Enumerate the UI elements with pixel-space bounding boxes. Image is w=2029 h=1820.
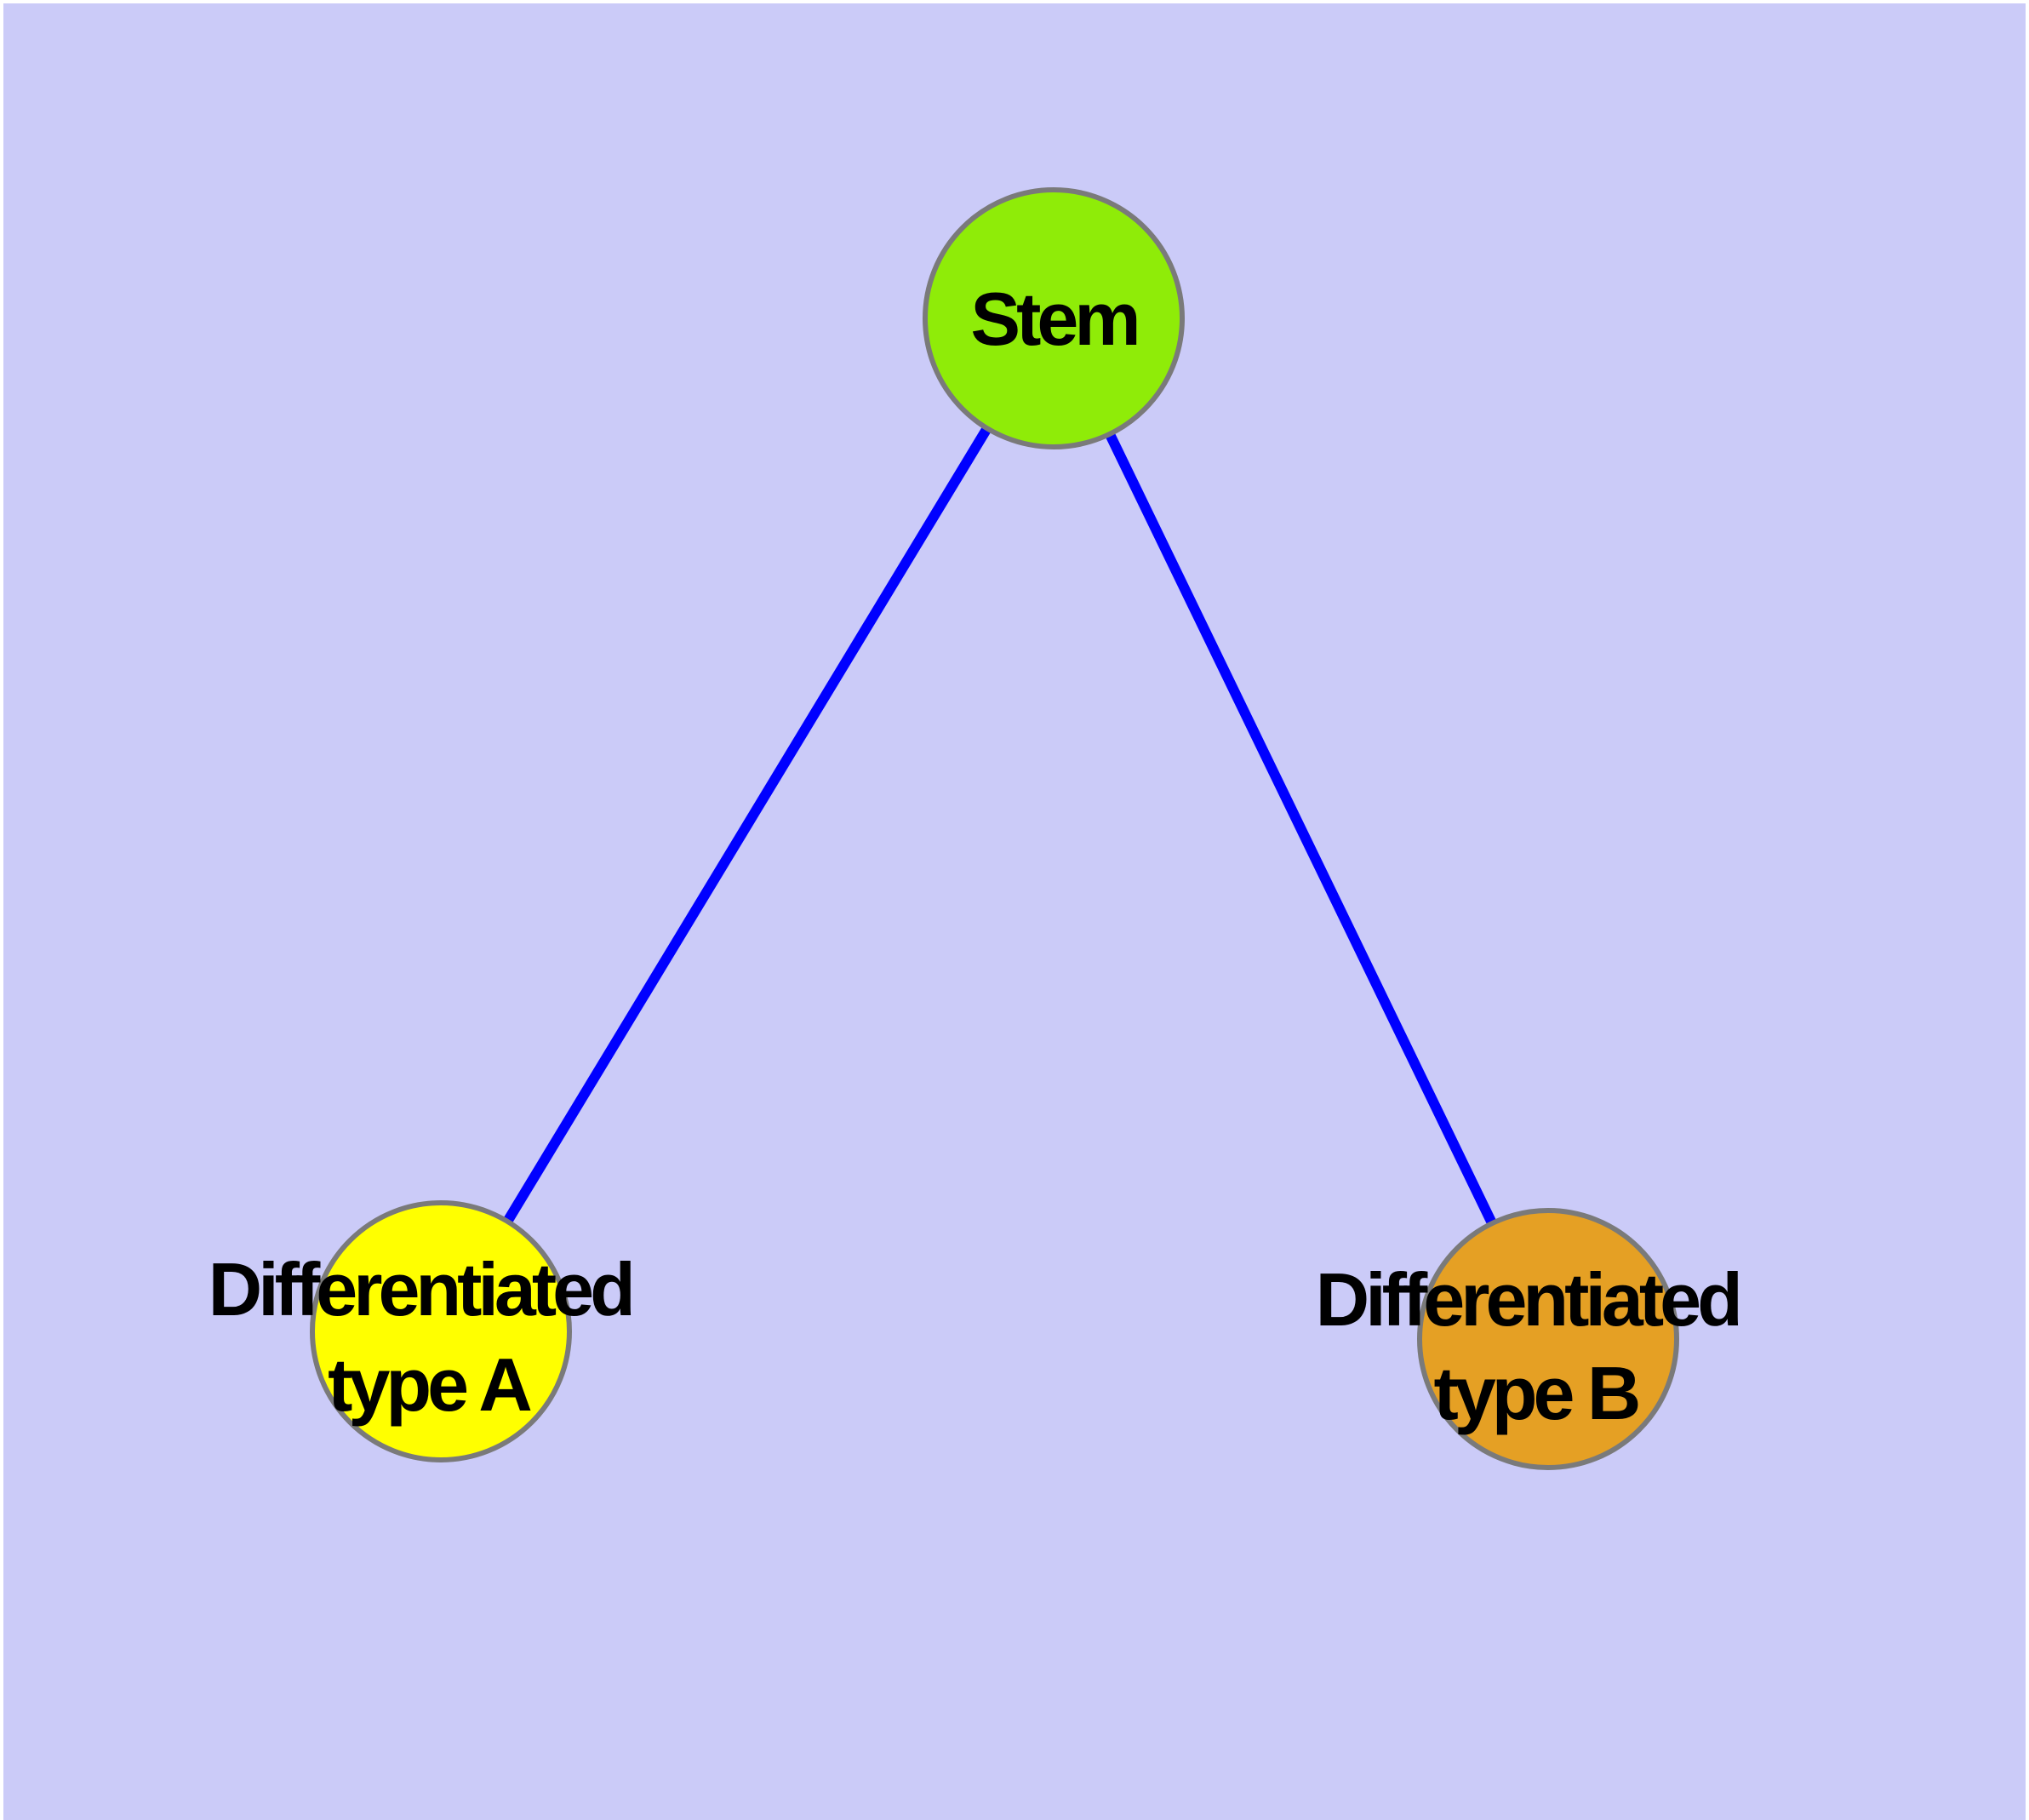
node-stem-circle xyxy=(923,187,1185,449)
node-type-b-label: Differentiated type B xyxy=(1316,1257,1756,1435)
edge-stem-to-type-a xyxy=(436,315,1059,1335)
edge-stem-to-type-b xyxy=(1049,316,1553,1342)
node-type-a-label: Differentiated type A xyxy=(209,1247,649,1427)
node-type-b-circle xyxy=(1417,1208,1679,1470)
node-type-a-circle xyxy=(310,1200,572,1462)
node-stem-label: Stem xyxy=(970,277,1136,361)
